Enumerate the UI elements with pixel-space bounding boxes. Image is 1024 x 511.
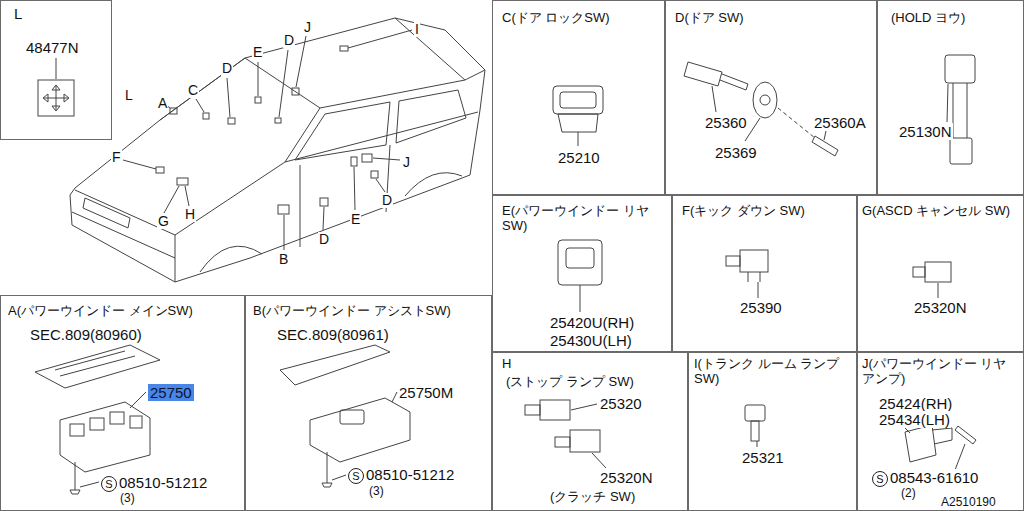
car-line [175, 162, 285, 235]
part-number: 25130N [898, 123, 953, 140]
door-lock-switch [553, 86, 603, 146]
panel-heading: B(パワーウインドー アシストSW) [252, 304, 452, 319]
car-door-line [300, 165, 301, 247]
parts-panel: E(パワーウインドー リヤ SW) 25420U(RH)25430U(LH) [492, 195, 672, 352]
part-number: 25210 [557, 149, 601, 166]
callout-letter: D [283, 33, 295, 48]
parts-panel: L48477N [0, 0, 112, 140]
diagram-code: A2510190 [940, 496, 997, 509]
panel-heading: D(ドア SW) [674, 11, 745, 26]
panel-heading: (HOLD ヨウ) [890, 11, 966, 26]
part-number: 08543-61610 [889, 469, 979, 486]
ascd-cancel-switch [913, 262, 951, 298]
part-number: 25320N [913, 299, 968, 316]
callout-letter: J [402, 155, 411, 170]
part-number: 48477N [25, 39, 80, 56]
callout-letter: H [184, 207, 196, 222]
car-window [396, 90, 466, 143]
parts-panel: H (ストップ ランプ SW) 25320 25320N (クラッチ SW) [492, 352, 688, 511]
callout-letter: E [252, 45, 263, 60]
panel-heading: G(ASCD キャンセル SW) [861, 204, 1021, 219]
callout-letter: C [187, 83, 199, 98]
panel-heading: A(パワーウインドー メインSW) [7, 304, 194, 319]
part-number: 25321 [741, 449, 785, 466]
callout-letter: B [278, 252, 289, 267]
part-number: 25360A [813, 114, 867, 131]
panel-heading: F(キック ダウン SW) [681, 204, 806, 219]
part-number: 25369 [714, 144, 758, 161]
car-window [295, 102, 390, 160]
callout-letter: F [111, 150, 122, 165]
part-number: (2) [900, 487, 917, 501]
part-number: 25750 [148, 384, 194, 401]
rear-window-amp [905, 425, 976, 470]
part-number: SEC.809(80960) [29, 326, 143, 343]
callout-letter: L [124, 88, 134, 103]
callout-letter: G [157, 214, 170, 229]
kick-down-switch [726, 250, 768, 298]
car-body [70, 18, 485, 282]
panel-heading: I(トランク ルーム ランプ SW) [693, 357, 853, 387]
car-wheel-arch [200, 246, 262, 272]
part-number: 25430U(LH) [549, 332, 633, 349]
parts-panel: B(パワーウインドー アシストSW) SEC.809(80961) 25750M S0… [245, 295, 492, 511]
callout-letter: E [350, 212, 361, 227]
part-number: (3) [119, 492, 136, 506]
part-number: (3) [368, 485, 385, 499]
panel-heading: C(ドア ロックSW) [501, 11, 611, 26]
part-number: 08510-51212 [118, 474, 208, 491]
trunk-lamp-switch [745, 405, 765, 447]
callout-letter: A [157, 96, 168, 111]
panel-heading: J(パワーウインドー リヤ アンプ) [861, 357, 1021, 387]
car-lamp [83, 198, 130, 228]
callout-letter: D [381, 193, 393, 208]
part-number: 25750M [398, 384, 454, 401]
part-number: 25390 [739, 299, 783, 316]
part-number: 25320 [599, 395, 643, 412]
car-part-markers [123, 30, 412, 250]
standard-part-mark: S [348, 468, 364, 484]
part-number: SEC.809(80961) [276, 326, 390, 343]
part-number: 25424(RH) [878, 395, 953, 412]
callout-letter: I [414, 22, 420, 37]
panel-heading: L [13, 5, 23, 22]
hold-relay [945, 55, 975, 164]
part-number: 25360 [704, 114, 748, 131]
panel-heading: E(パワーウインドー リヤ SW) [501, 204, 669, 234]
parts-panel: (HOLD ヨウ) 25130N [877, 0, 1024, 195]
car-rear-window [395, 18, 465, 80]
callout-letter: J [303, 20, 312, 35]
parts-panel: J(パワーウインドー リヤ アンプ) 25424(RH)25434(LH) S085… [857, 352, 1024, 511]
stop-lamp-switch [525, 400, 606, 468]
standard-part-mark: S [101, 476, 117, 492]
part-number: 08510-51212 [365, 466, 455, 483]
callout-letter: D [318, 232, 330, 247]
car-wheel-arch [405, 173, 462, 196]
door-switch [684, 62, 838, 156]
panel-heading: H [501, 357, 512, 372]
switch-icon [38, 58, 74, 116]
part-number: (ストップ ランプ SW) [505, 375, 635, 390]
parts-panel: G(ASCD キャンセル SW) 25320N [857, 195, 1024, 352]
parts-panel: D(ドア SW) 25360 25369 25360A [665, 0, 877, 195]
callout-letter: D [221, 61, 233, 76]
part-number: 25420U(RH) [549, 314, 635, 331]
parts-panel: I(トランク ルーム ランプ SW) 25321 [688, 352, 857, 511]
part-number: 25434(LH) [878, 411, 951, 428]
part-number: 25320N [599, 469, 654, 486]
car-windshield [160, 58, 320, 162]
part-number: (クラッチ SW) [549, 490, 636, 505]
parts-panel: A(パワーウインドー メインSW) SEC.809(80960) 25750S085… [0, 295, 245, 511]
main-window-switch [35, 345, 160, 494]
car-beltline [285, 112, 478, 162]
rear-window-switch [558, 240, 602, 312]
parts-panel: C(ドア ロックSW) 25210 [492, 0, 665, 195]
car-line [72, 212, 175, 258]
standard-part-mark: S [872, 471, 888, 487]
parts-panel: F(キック ダウン SW) 25390 [672, 195, 857, 352]
